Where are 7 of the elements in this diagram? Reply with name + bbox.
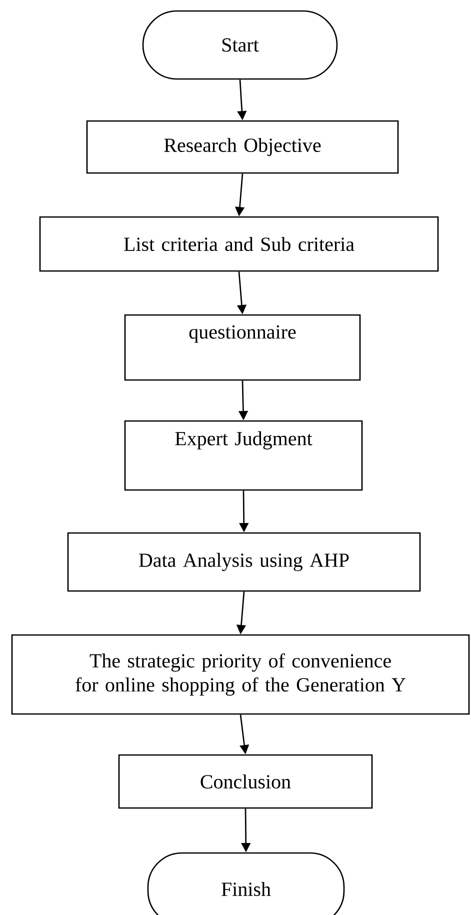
process-box: The strategic priority of convenience for online shopping of the Generation Y (11, 634, 470, 715)
process-box: questionnaire (124, 314, 361, 381)
process-box: Research Objective (86, 120, 399, 174)
process-box: Expert Judgment (124, 420, 363, 491)
process-box: Data Analysis using AHP (67, 532, 421, 592)
process-box: Conclusion (118, 754, 373, 809)
process-box: List criteria and Sub criteria (39, 216, 439, 272)
